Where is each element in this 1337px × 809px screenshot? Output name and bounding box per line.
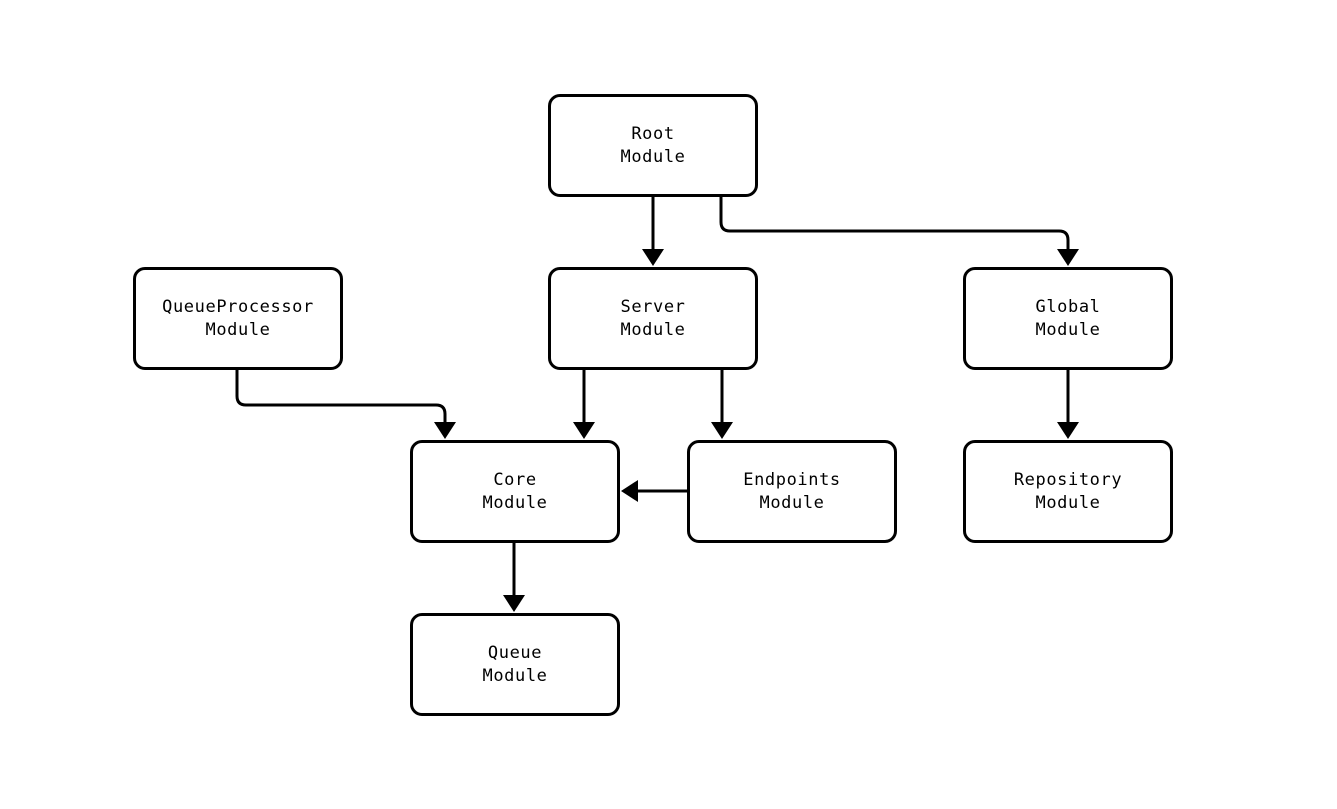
edge-arrowhead: [434, 422, 456, 439]
edge-core-queue: [503, 543, 525, 612]
edge-queueprocessor-core: [235, 370, 456, 439]
edge-global-repository: [1057, 370, 1079, 439]
node-label-primary: Repository: [1013, 469, 1123, 490]
node-label-primary: QueueProcessor: [162, 296, 314, 317]
edge-server-endpoints: [711, 370, 733, 439]
edge-line: [719, 197, 1070, 258]
node-label-primary: Core: [493, 469, 537, 490]
edge-root-server: [642, 197, 664, 266]
node-label-secondary: Module: [1035, 319, 1101, 340]
node-label-secondary: Module: [482, 665, 548, 686]
node-label-secondary: Module: [1035, 492, 1101, 513]
edge-arrowhead: [1057, 422, 1079, 439]
node-label-secondary: Module: [620, 146, 686, 167]
edge-arrowhead: [642, 249, 664, 266]
node-label-primary: Queue: [487, 642, 543, 663]
node-label-secondary: Module: [205, 319, 271, 340]
edge-root-global: [719, 197, 1079, 266]
edge-arrowhead: [573, 422, 595, 439]
edge-arrowhead: [503, 595, 525, 612]
node-label-primary: Server: [620, 296, 686, 317]
node-label-secondary: Module: [482, 492, 548, 513]
node-label-secondary: Module: [620, 319, 686, 340]
edge-endpoints-core: [621, 480, 687, 502]
edge-arrowhead: [711, 422, 733, 439]
edge-arrowhead: [621, 480, 638, 502]
node-label-primary: Global: [1035, 296, 1101, 317]
node-label-secondary: Module: [759, 492, 825, 513]
edge-arrowhead: [1057, 249, 1079, 266]
node-label-primary: Root: [631, 123, 675, 144]
edge-server-core: [573, 370, 595, 439]
node-label-primary: Endpoints: [743, 469, 841, 490]
edge-line: [235, 370, 447, 431]
